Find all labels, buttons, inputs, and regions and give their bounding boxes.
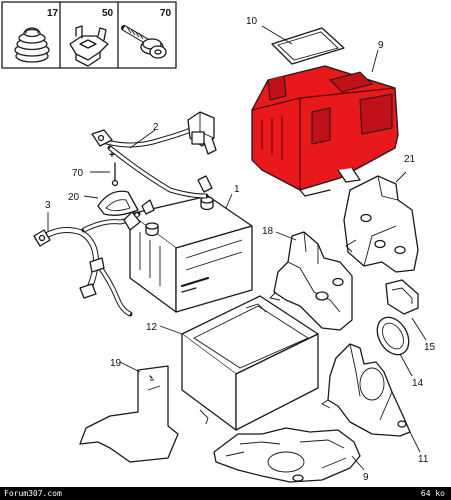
legend-number-17: 17 (47, 8, 59, 19)
callout-18: 18 (262, 226, 274, 237)
battery-cover-red (251, 65, 399, 197)
positive-cable (91, 111, 217, 199)
cap (385, 279, 419, 315)
plus-symbol: + (109, 150, 115, 161)
seal-ring (376, 316, 410, 356)
callout-3: 3 (45, 200, 51, 211)
callout-numbers: 10 9 2 1 70 20 3 21 18 15 14 11 12 19 9 (45, 16, 436, 483)
positive-terminal-bolt: + (109, 150, 119, 187)
bolt-icon (121, 25, 167, 59)
legend-number-70: 70 (160, 8, 172, 19)
negative-cable (33, 199, 155, 317)
callout-20: 20 (68, 192, 80, 203)
callout-15: 14 (412, 378, 424, 389)
legend-boxes: 17 50 70 (1, 1, 177, 69)
left-bracket (269, 231, 353, 331)
callout-1: 1 (234, 184, 240, 195)
footer-bar: Forum307.com 64 ko (0, 487, 451, 500)
file-size: 64 ko (420, 489, 445, 498)
callout-70: 70 (72, 168, 84, 179)
legend-number-50: 50 (102, 8, 114, 19)
callout-10: 9 (378, 40, 384, 51)
base-plate (79, 365, 179, 463)
cover-plate (271, 27, 345, 65)
lower-support (321, 343, 411, 437)
callout-19: 19 (110, 358, 122, 369)
callout-2: 2 (153, 122, 159, 133)
site-name: Forum307.com (4, 489, 62, 498)
clip-icon (69, 25, 109, 67)
callout-11: 10 (246, 16, 258, 27)
right-support (343, 175, 419, 273)
battery-tray (181, 295, 319, 431)
terminal-cover (97, 190, 139, 216)
leader-lines (47, 25, 427, 471)
callout-12: 11 (418, 454, 429, 465)
grommet-icon (14, 27, 50, 63)
callout-14: 12 (146, 322, 158, 333)
battery (129, 195, 253, 313)
callout-21: 21 (404, 154, 416, 165)
undertray (213, 427, 361, 483)
callout-16: 15 (424, 342, 436, 353)
callout-9: 9 (363, 472, 369, 483)
